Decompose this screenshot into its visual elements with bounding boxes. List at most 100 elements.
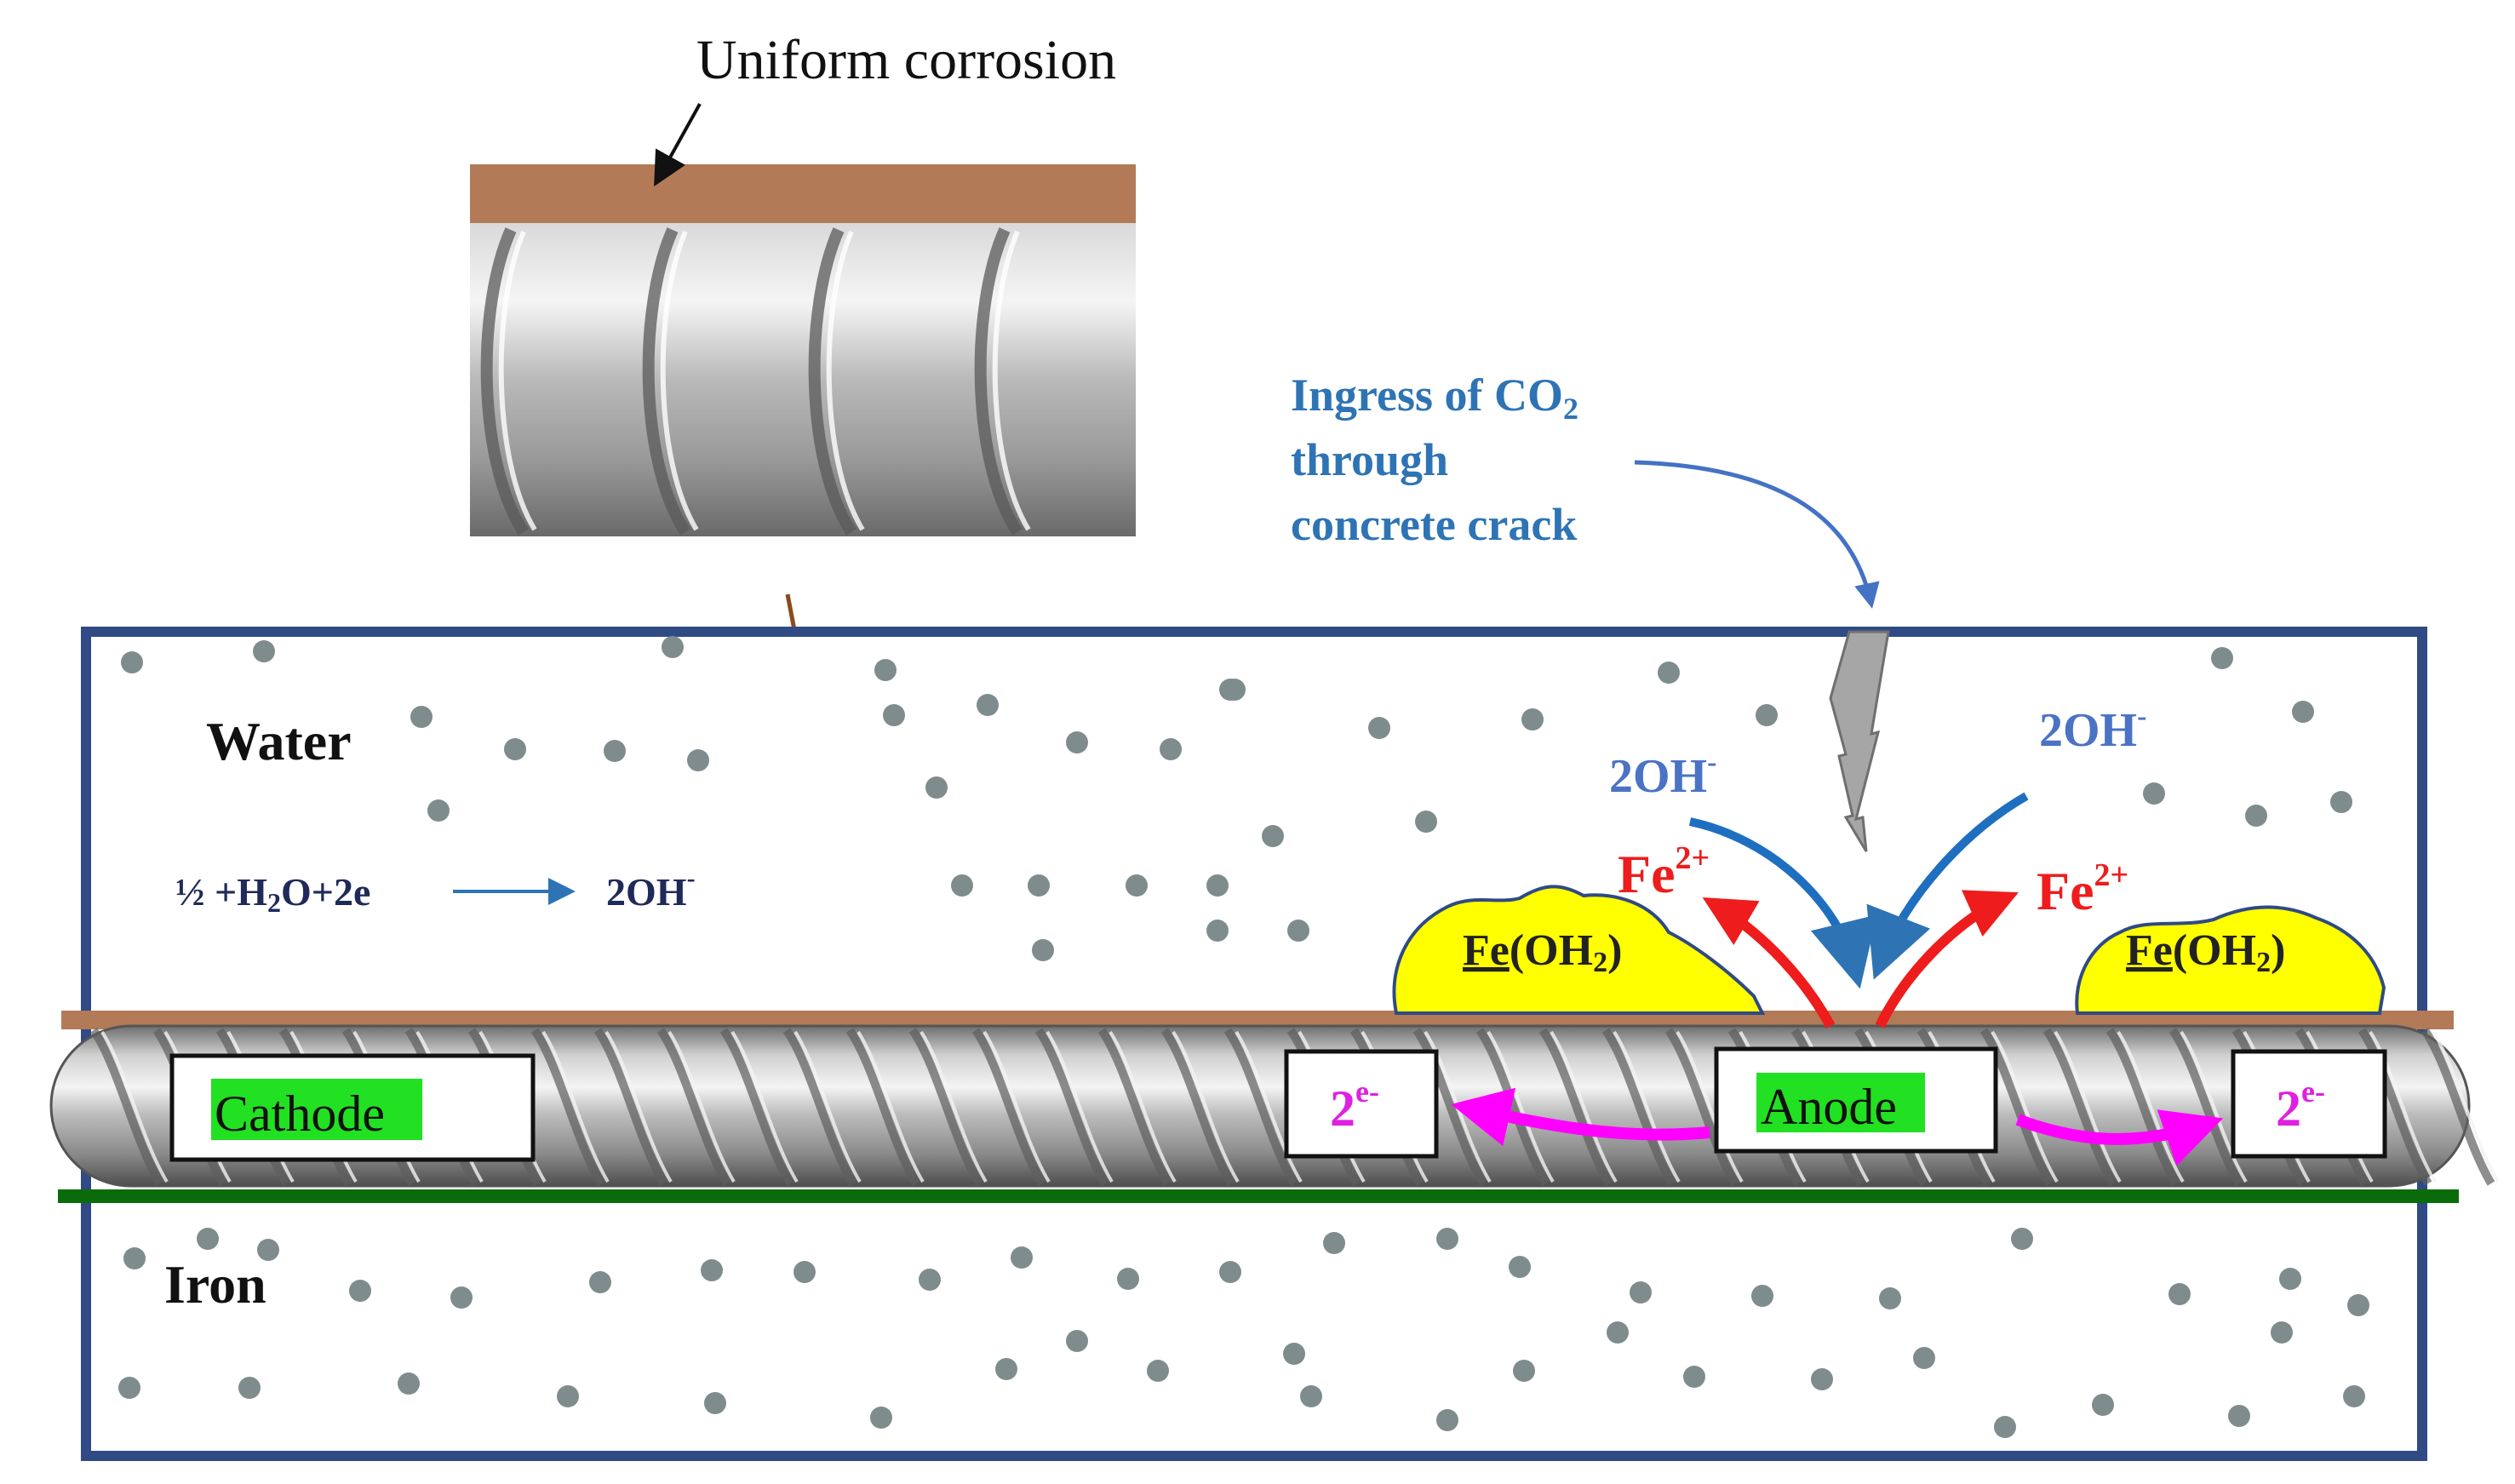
feoh-right-rest: (OH (2173, 926, 2256, 975)
aggregate-dot (1219, 679, 1241, 701)
svg-text:Ingress of CO2: Ingress of CO2 (1291, 370, 1578, 426)
water-label: Water (206, 711, 352, 771)
electron-box-right: 2e- (2231, 1049, 2387, 1159)
rebar-rib-highlight (2054, 1030, 2122, 1183)
aggregate-dot (919, 1269, 941, 1291)
aggregate-dot (2092, 1394, 2114, 1416)
aggregate-dot (253, 640, 275, 662)
aggregate-dot (1126, 874, 1148, 897)
cathode-box: Cathode (169, 1053, 536, 1162)
cathode-reaction: ½ +H2O+2e 2OH- (175, 864, 696, 918)
aggregate-dot (1032, 939, 1054, 961)
aggregate-dot (1683, 1366, 1705, 1388)
aggregate-dot (793, 1261, 816, 1283)
aggregate-dot (2211, 647, 2233, 669)
uniform-corrosion-label: Uniform corrosion (696, 29, 1116, 91)
aggregate-dot (1066, 1330, 1088, 1352)
aggregate-dot (1607, 1321, 1629, 1344)
ingress-line2: through (1291, 434, 1448, 485)
oh-left-text: 2OH (1609, 750, 1707, 803)
fe-arrow-left-icon (1702, 897, 1836, 1028)
fe-label-left: Fe2+ (1618, 840, 1710, 904)
rebar-rib (908, 1028, 983, 1186)
aggregate-dot (1117, 1268, 1139, 1290)
rebar-rib (1412, 1028, 1487, 1186)
aggregate-dot (1913, 1347, 1935, 1369)
aggregate-dot (1323, 1232, 1345, 1254)
aggregate-dot (874, 659, 897, 681)
reaction-left: ½ +H (175, 870, 267, 914)
rebar-rib-highlight (1550, 1030, 1618, 1183)
rebar-rib-highlight (1991, 1030, 2059, 1183)
aggregate-dot (123, 1247, 146, 1269)
rebar-rib (1160, 1028, 1235, 1186)
electron-left-text: 2 (1330, 1080, 1355, 1137)
cathode-highlight (211, 1079, 422, 1140)
aggregate-dot (450, 1286, 473, 1309)
rebar-rib-highlight (541, 1030, 610, 1183)
aggregate-dot (557, 1385, 579, 1407)
aggregate-dot (1879, 1287, 1901, 1309)
iron-label: Iron (164, 1254, 266, 1315)
oh-right-text: 2OH (2039, 704, 2137, 757)
fe-label-right: Fe2+ (2037, 857, 2128, 921)
svg-text:2e-: 2e- (1330, 1074, 1379, 1137)
oh-arrow-left-icon (1688, 817, 1877, 989)
aggregate-dot (121, 651, 143, 673)
aggregate-dot (1160, 738, 1182, 760)
aggregate-dot (1630, 1281, 1652, 1304)
ingress-label: Ingress of CO2 through concrete crack (1291, 370, 1578, 550)
rebar-rib (89, 1028, 164, 1186)
steel-ribs (480, 227, 1023, 536)
electron-left-sup: e- (1355, 1074, 1379, 1109)
rebar-rib (845, 1028, 920, 1186)
feoh-label-left: Fe(OH2) (1463, 926, 1622, 978)
rebar-rib-highlight (983, 1030, 1051, 1183)
rebar-rib-highlight (730, 1030, 799, 1183)
rebar-rib (1223, 1028, 1298, 1186)
feoh-right-close: ) (2271, 926, 2285, 975)
reaction-product-sup: - (687, 864, 696, 892)
ingress-sub: 2 (1563, 392, 1578, 426)
aggregate-dot (2143, 782, 2165, 805)
aggregate-dot (398, 1372, 420, 1395)
reaction-right: O+2e (281, 870, 370, 914)
aggregate-dot (2292, 701, 2314, 723)
svg-text:½ +H2O+2e: ½ +H2O+2e (175, 870, 370, 918)
aggregate-dot (1436, 1228, 1458, 1250)
fe-left-sup: 2+ (1676, 840, 1710, 876)
rebar-rib (2168, 1028, 2243, 1186)
rebar-rib (656, 1028, 731, 1186)
feoh-right-fe: Fe (2126, 926, 2173, 975)
aggregate-dot (1509, 1256, 1531, 1278)
feoh-left-rest: (OH (1510, 926, 1593, 975)
rebar-rib (1097, 1028, 1172, 1186)
lightning-crack-icon (1829, 630, 1890, 852)
steel-panel (470, 223, 1136, 536)
rebar-rib (2357, 1028, 2432, 1186)
aggregate-dot (995, 1358, 1017, 1380)
aggregate-dot (2347, 1294, 2369, 1316)
fe-left-text: Fe (1618, 844, 1676, 904)
rebar-rib (2042, 1028, 2117, 1186)
aggregate-dot (427, 799, 450, 822)
oh-label-left: 2OH- (1609, 747, 1716, 803)
aggregate-dot (1658, 662, 1680, 684)
aggregate-dot (1994, 1416, 2016, 1438)
uniform-corrosion-inset (470, 164, 1136, 536)
rust-layer (470, 164, 1136, 226)
aggregate-dot (1811, 1368, 1833, 1390)
rebar-rib-highlight (919, 1030, 988, 1183)
aggregate-dot (687, 749, 709, 771)
aggregate-dot (1521, 708, 1544, 731)
rebar-rib (782, 1028, 857, 1186)
aggregate-dot (925, 776, 948, 799)
rebar-rib (719, 1028, 794, 1186)
fe-oh2-deposit-right (2075, 905, 2386, 1015)
aggregate-dot (870, 1407, 892, 1429)
aggregate-dot (1262, 825, 1284, 847)
rebar-rib-highlight (856, 1030, 925, 1183)
rebar-rib-highlight (604, 1030, 673, 1183)
aggregate-dot (1028, 874, 1050, 897)
feoh-left-sub: 2 (1593, 947, 1607, 978)
